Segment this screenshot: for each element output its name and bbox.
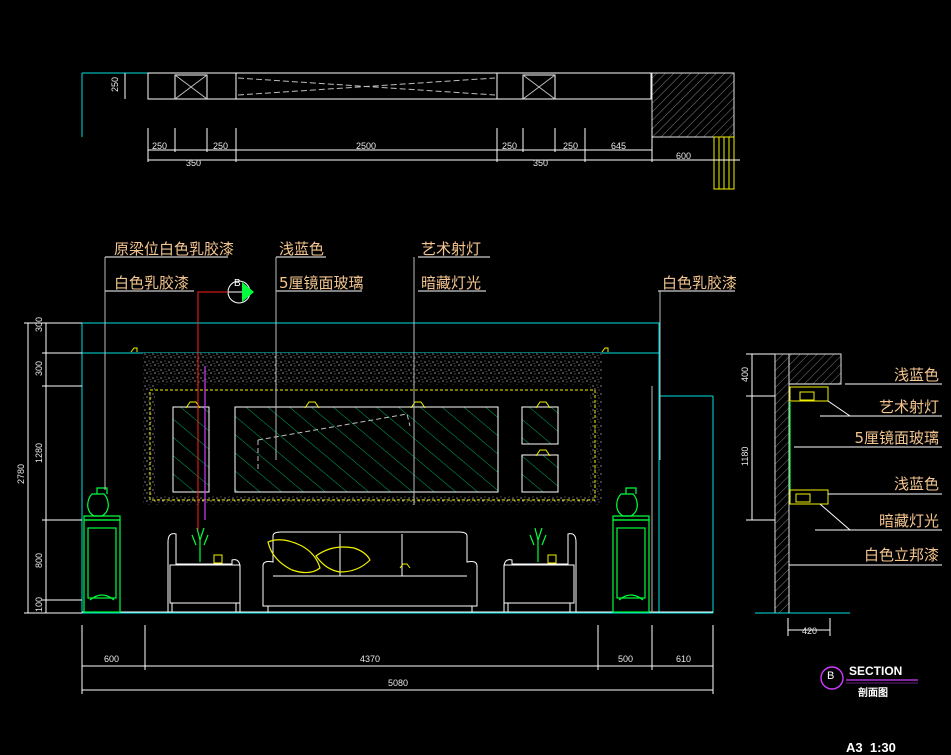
label-white-paint-right: 白色乳胶漆: [662, 274, 738, 292]
section-label-mirror: 5厘镜面玻璃: [854, 429, 939, 447]
dim-height-1280: 1280: [34, 442, 44, 463]
section-label-light-blue: 浅蓝色: [893, 366, 939, 384]
section-label-light-blue-2: 浅蓝色: [893, 475, 939, 493]
label-hidden-light: 暗藏灯光: [421, 274, 482, 292]
sofa-center: [262, 531, 478, 612]
section-dim-1180: 1180: [740, 446, 750, 466]
section-cut-marker: [197, 280, 254, 530]
plan-dim-1: 250: [152, 141, 167, 151]
plan-height-dim: 250: [110, 77, 120, 92]
legend-scale: A3 1:30: [846, 740, 896, 755]
dim-height-800: 800: [34, 552, 44, 568]
section-dim-420: 420: [802, 626, 818, 636]
dim-width-600: 600: [104, 654, 120, 664]
dim-height-100: 100: [34, 596, 44, 612]
mirror-glass-panels: [130, 347, 609, 493]
section-label-hidden-light: 暗藏灯光: [878, 512, 939, 530]
dim-height-300: 300: [34, 360, 44, 376]
side-table-left: [83, 487, 121, 613]
plan-subdim-2: 350: [533, 158, 548, 168]
section-legend: [820, 666, 918, 690]
dim-total-height: 2780: [16, 463, 26, 484]
plan-subdim-1: 350: [186, 158, 201, 168]
legend-title: SECTION: [849, 664, 903, 678]
elevation-dim-lines: [24, 322, 714, 694]
dim-total-width: 5080: [388, 678, 409, 688]
legend-subtitle: 剖面图: [858, 688, 888, 699]
section-label-white-paint: 白色立邦漆: [863, 546, 939, 564]
label-leaders: [104, 256, 735, 505]
plan-dim-2: 250: [213, 141, 228, 151]
plan-subdim-3: 600: [676, 151, 691, 161]
section-label-spotlight: 艺术射灯: [878, 398, 939, 416]
side-table-right: [612, 487, 650, 613]
section-marker-letter: B: [234, 278, 241, 289]
dim-width-4370: 4370: [360, 654, 381, 664]
plan-dim-6: 645: [611, 141, 626, 151]
dim-width-500: 500: [618, 654, 634, 664]
label-white-paint: 白色乳胶漆: [114, 274, 190, 292]
armchair-left: [167, 527, 241, 612]
section-dim-400: 400: [740, 366, 750, 382]
top-plan-view: [81, 72, 740, 190]
plan-dim-4: 250: [502, 141, 517, 151]
plan-dimensions: 250 250 250 2500 250 250 645 350 350 600: [110, 77, 691, 168]
section-detail: [746, 353, 942, 636]
elevation-walls: [81, 322, 714, 614]
label-mirror-glass: 5厘镜面玻璃: [279, 274, 364, 292]
plan-dim-3: 2500: [356, 141, 376, 151]
label-spotlight: 艺术射灯: [421, 240, 482, 258]
label-original-beam: 原梁位白色乳胶漆: [114, 240, 235, 258]
label-light-blue: 浅蓝色: [279, 240, 325, 258]
dim-width-610: 610: [676, 654, 692, 664]
armchair-right: [503, 527, 577, 612]
dim-height-300-top: 300: [34, 316, 44, 332]
legend-marker-letter: B: [827, 670, 835, 682]
plan-dim-5: 250: [563, 141, 578, 151]
